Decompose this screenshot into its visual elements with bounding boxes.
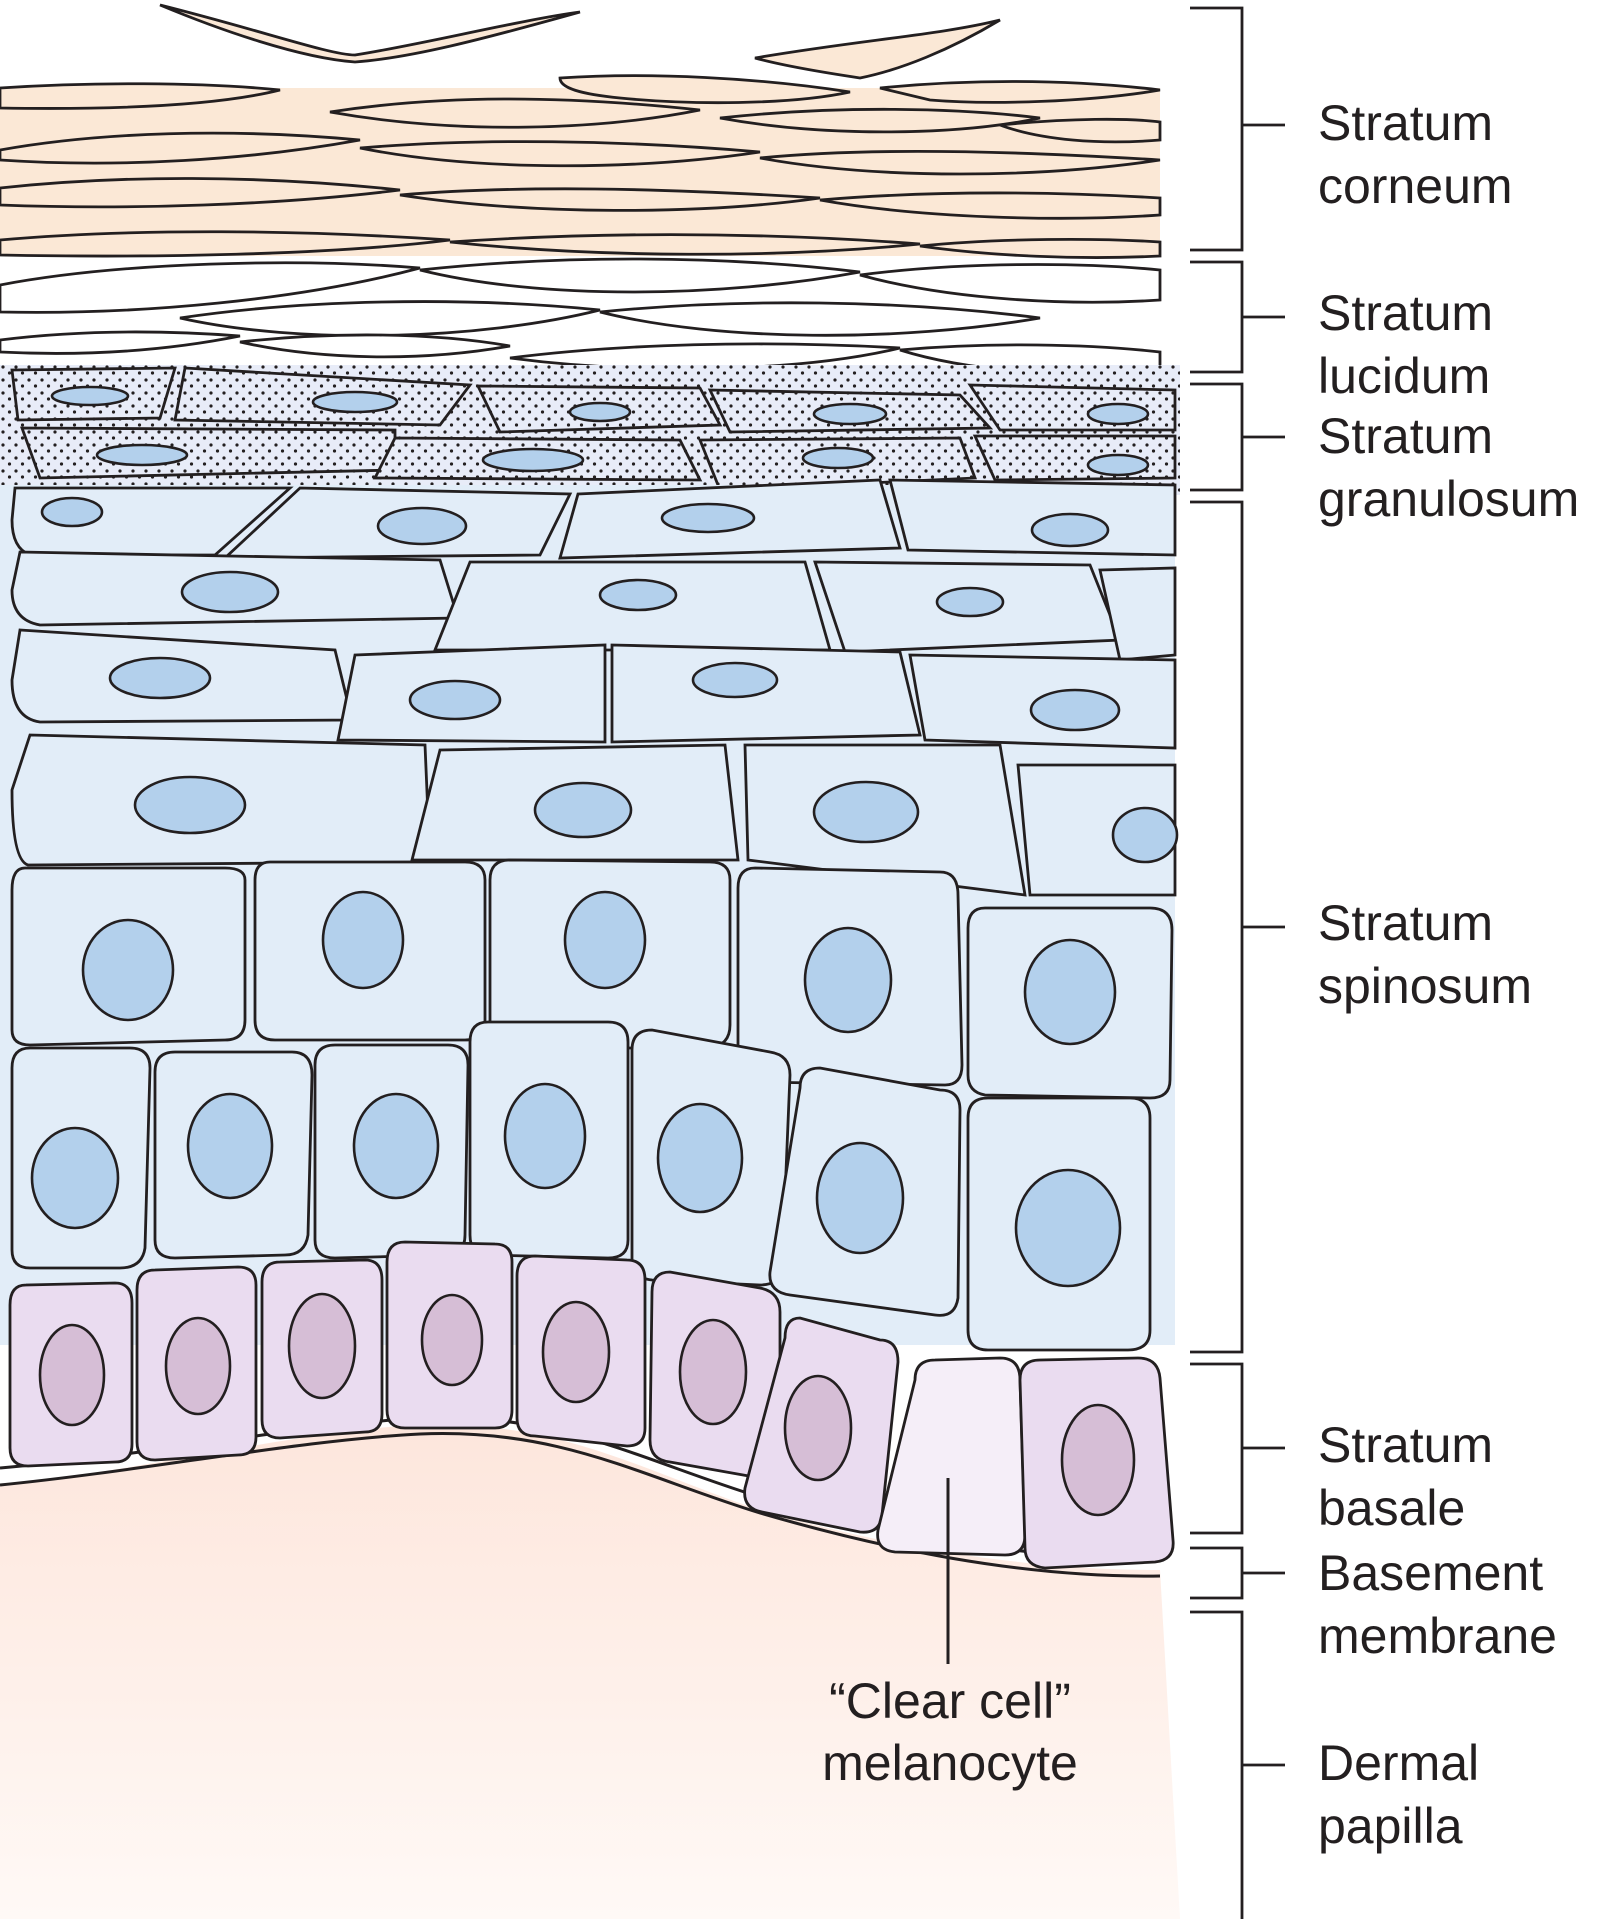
stratum-lucidum — [0, 257, 1162, 376]
bracket-dermal — [1190, 1610, 1285, 1919]
label-dermal-2: papilla — [1318, 1798, 1463, 1854]
layer-labels: Stratum corneum Stratum lucidum Stratum … — [1318, 95, 1579, 1854]
label-spinosum-2: spinosum — [1318, 958, 1532, 1014]
label-lucidum-1: Stratum — [1318, 285, 1493, 341]
label-corneum-1: Stratum — [1318, 95, 1493, 151]
bracket-spinosum — [1190, 500, 1285, 1354]
label-basement-1: Basement — [1318, 1545, 1543, 1601]
bracket-basement — [1190, 1546, 1285, 1600]
label-corneum-2: corneum — [1318, 158, 1513, 214]
bracket-basale — [1190, 1362, 1285, 1535]
label-granulosum-1: Stratum — [1318, 408, 1493, 464]
stratum-granulosum — [0, 365, 1180, 495]
label-granulosum-2: granulosum — [1318, 471, 1579, 527]
label-dermal-1: Dermal — [1318, 1735, 1479, 1791]
label-basale-2: basale — [1318, 1480, 1465, 1536]
stratum-spinosum — [0, 478, 1179, 1352]
bracket-lucidum — [1190, 260, 1285, 374]
label-spinosum-1: Stratum — [1318, 895, 1493, 951]
bracket-granulosum — [1190, 382, 1285, 492]
stratum-corneum — [0, 3, 1162, 259]
melanocyte-label-line1: “Clear cell” — [829, 1673, 1071, 1729]
bracket-corneum — [1190, 6, 1285, 252]
label-basement-2: membrane — [1318, 1608, 1557, 1664]
melanocyte-label-line2: melanocyte — [822, 1735, 1078, 1791]
layer-brackets — [1190, 6, 1285, 1919]
stratum-basale — [8, 1240, 1175, 1570]
label-lucidum-2: lucidum — [1318, 348, 1490, 404]
label-basale-1: Stratum — [1318, 1417, 1493, 1473]
